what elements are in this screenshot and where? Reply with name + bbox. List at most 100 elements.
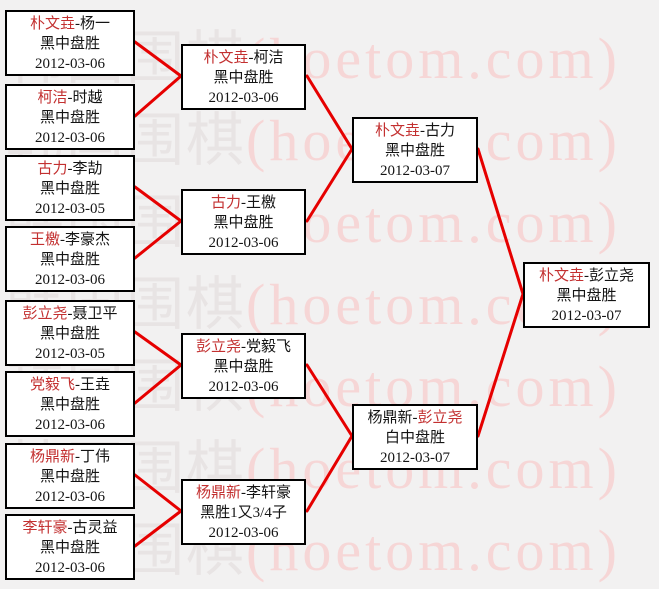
match-result: 黑中盘胜 <box>39 36 100 52</box>
connector-line <box>133 363 183 405</box>
player-name: 古力 <box>425 123 456 139</box>
player-name: 时越 <box>72 90 103 106</box>
match-box-semifinal-1: 朴文垚-古力 黑中盘胜 2012-03-07 <box>352 117 478 183</box>
player-separator: - <box>584 268 589 284</box>
match-box-round1-6: 党毅飞-王垚 黑中盘胜 2012-03-06 <box>5 371 135 437</box>
player-name: 李轩豪 <box>246 485 292 501</box>
match-date: 2012-03-06 <box>35 489 105 505</box>
player-separator: - <box>248 50 254 66</box>
match-result: 黑中盘胜 <box>39 181 100 197</box>
player-separator: - <box>75 377 80 393</box>
connector-line <box>133 330 183 367</box>
match-date: 2012-03-07 <box>380 450 450 466</box>
player-name-winner: 古力 <box>37 161 68 177</box>
match-players: 王檄-李豪杰 <box>7 230 133 250</box>
match-result: 黑中盘胜 <box>39 540 100 556</box>
match-players: 朴文垚-古力 <box>354 121 476 141</box>
connector-line <box>476 292 525 438</box>
player-name: 党毅飞 <box>246 339 292 355</box>
match-players: 古力-王檄 <box>183 193 304 213</box>
match-players: 彭立尧-聂卫平 <box>7 304 133 324</box>
player-name-winner: 杨鼎新 <box>29 449 75 465</box>
match-box-round1-4: 王檄-李豪杰 黑中盘胜 2012-03-06 <box>5 226 135 292</box>
player-name-winner: 朴文垚 <box>538 268 584 284</box>
player-name: 杨一 <box>80 16 111 32</box>
match-result: 黑中盘胜 <box>213 70 274 86</box>
player-name: 李豪杰 <box>65 232 111 248</box>
match-date: 2012-03-07 <box>551 308 622 324</box>
connector-line <box>133 74 183 118</box>
player-separator: - <box>241 339 246 355</box>
match-result: 黑中盘胜 <box>384 143 445 159</box>
match-result: 黑中盘胜 <box>39 110 100 126</box>
player-separator: - <box>67 306 73 322</box>
connector-line <box>305 147 354 223</box>
player-separator: - <box>75 449 80 465</box>
match-players: 古力-李劼 <box>7 159 133 179</box>
player-separator: - <box>75 16 80 32</box>
match-date: 2012-03-05 <box>35 201 105 217</box>
match-players: 柯洁-时越 <box>7 88 133 108</box>
match-players: 朴文垚-柯洁 <box>183 48 304 68</box>
connector-line <box>133 40 183 78</box>
match-result: 白中盘胜 <box>384 430 445 446</box>
connector-line <box>133 509 183 548</box>
match-date: 2012-03-06 <box>35 130 105 146</box>
player-separator: - <box>60 232 65 248</box>
match-result: 黑中盘胜 <box>39 252 100 268</box>
match-date: 2012-03-06 <box>35 560 105 576</box>
match-result: 黑中盘胜 <box>39 326 100 342</box>
connector-line <box>133 185 183 223</box>
player-separator: - <box>241 485 246 501</box>
match-date: 2012-03-05 <box>35 346 105 362</box>
player-name-winner: 王檄 <box>29 232 60 248</box>
player-name: 王檄 <box>246 195 277 211</box>
match-players: 杨鼎新-丁伟 <box>7 447 133 467</box>
player-name: 柯洁 <box>253 50 284 66</box>
match-players: 朴文垚-杨一 <box>7 14 133 34</box>
match-players: 党毅飞-王垚 <box>7 375 133 395</box>
match-players: 杨鼎新-彭立尧 <box>354 408 476 428</box>
match-box-round1-1: 朴文垚-杨一 黑中盘胜 2012-03-06 <box>5 10 135 76</box>
player-name-winner: 彭立尧 <box>195 339 241 355</box>
player-name-winner: 朴文垚 <box>29 16 75 32</box>
match-box-round2-3: 彭立尧-党毅飞 黑中盘胜 2012-03-06 <box>181 333 306 399</box>
match-players: 朴文垚-彭立尧 <box>525 266 648 286</box>
player-name: 杨鼎新 <box>367 410 413 426</box>
player-name-winner: 彭立尧 <box>417 410 463 426</box>
match-box-round1-5: 彭立尧-聂卫平 黑中盘胜 2012-03-05 <box>5 300 135 366</box>
player-name-winner: 彭立尧 <box>22 306 68 322</box>
match-players: 彭立尧-党毅飞 <box>183 337 304 357</box>
match-players: 杨鼎新-李轩豪 <box>183 483 304 503</box>
match-box-round1-8: 李轩豪-古灵益 黑中盘胜 2012-03-06 <box>5 514 135 580</box>
match-date: 2012-03-06 <box>208 379 279 395</box>
connector-line <box>133 473 183 513</box>
match-box-round1-3: 古力-李劼 黑中盘胜 2012-03-05 <box>5 155 135 221</box>
connector-line <box>133 219 183 260</box>
player-separator: - <box>420 123 425 139</box>
match-box-round2-2: 古力-王檄 黑中盘胜 2012-03-06 <box>181 189 306 255</box>
match-date: 2012-03-06 <box>208 235 279 251</box>
match-date: 2012-03-06 <box>35 272 105 288</box>
player-name-winner: 古力 <box>210 195 241 211</box>
match-date: 2012-03-06 <box>208 90 279 106</box>
player-separator: - <box>67 90 73 106</box>
match-result: 黑中盘胜 <box>213 215 274 231</box>
player-separator: - <box>67 520 73 536</box>
match-result: 黑中盘胜 <box>213 359 274 375</box>
match-date: 2012-03-06 <box>35 417 105 433</box>
match-players: 李轩豪-古灵益 <box>7 518 133 538</box>
connector-line <box>305 74 354 151</box>
player-name: 丁伟 <box>80 449 111 465</box>
player-name-winner: 朴文垚 <box>203 50 249 66</box>
match-result: 黑中盘胜 <box>39 397 100 413</box>
match-result: 黑中盘胜 <box>39 469 100 485</box>
player-separator: - <box>67 161 73 177</box>
player-name-winner: 党毅飞 <box>29 377 75 393</box>
match-result: 黑胜1又3/4子 <box>200 505 287 521</box>
player-name: 彭立尧 <box>589 268 635 284</box>
match-date: 2012-03-06 <box>208 525 279 541</box>
match-date: 2012-03-07 <box>380 163 450 179</box>
